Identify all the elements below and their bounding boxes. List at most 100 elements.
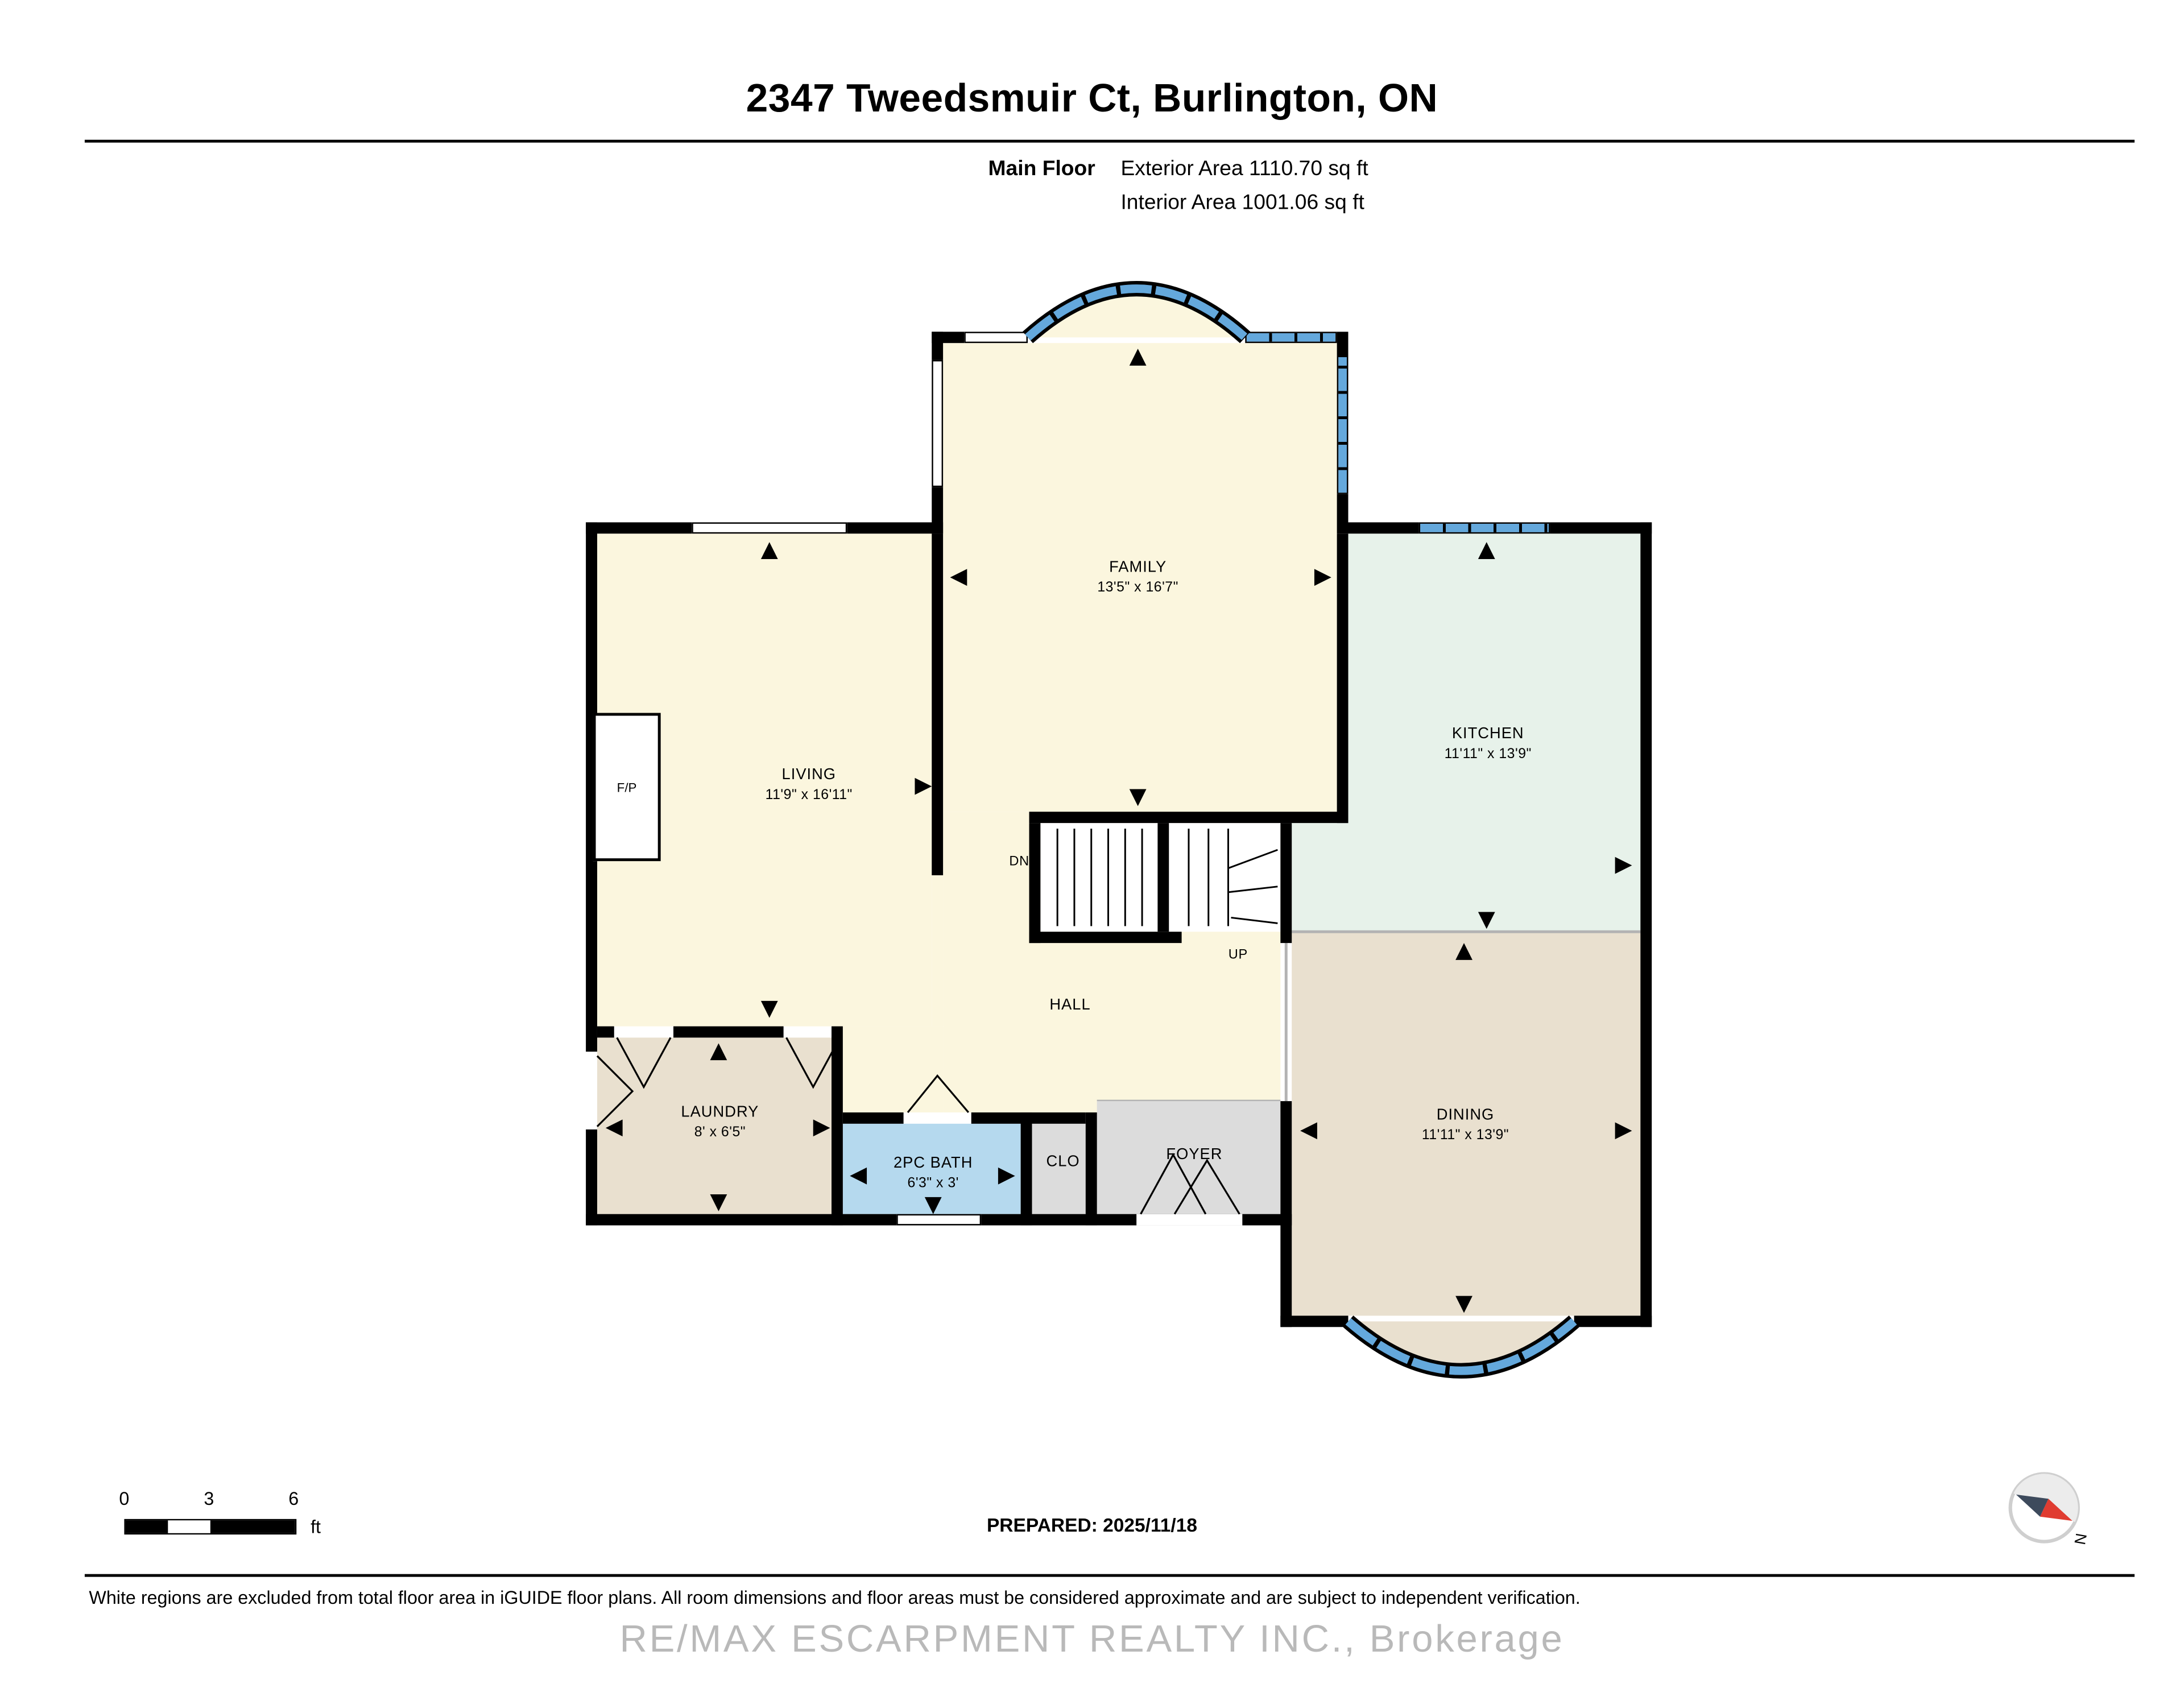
wall-right-exterior	[1640, 522, 1652, 1327]
scale-bar-segment	[210, 1520, 295, 1533]
room-label-foyer: FOYER	[1110, 1147, 1279, 1166]
wall-segment	[932, 332, 944, 360]
door-swing-front-2	[1173, 1159, 1240, 1215]
compass	[2008, 1472, 2080, 1544]
window	[932, 359, 944, 487]
door-swing-laundry-side	[596, 1055, 634, 1127]
compass-needle	[2013, 1474, 2078, 1522]
window	[964, 332, 1028, 344]
wall-stairs-left	[1029, 823, 1041, 944]
page-title: 2347 Tweedsmuir Ct, Burlington, ON	[746, 76, 1438, 120]
room-fill-dining	[1292, 932, 1641, 1316]
interior-area: Interior Area 1001.06 sq ft	[1120, 191, 1364, 215]
exterior-area: Exterior Area 1110.70 sq ft	[1120, 156, 1368, 181]
glass-window	[1337, 355, 1349, 494]
room-name: 2PC BATH	[893, 1155, 973, 1172]
living-hall-opening	[932, 875, 944, 1027]
room-label-bath: 2PC BATH 6'3" x 3'	[849, 1155, 1018, 1193]
room-dims: 11'9" x 16'11"	[765, 787, 853, 803]
room-name: FOYER	[1166, 1146, 1223, 1164]
room-label-family: FAMILY 13'5" x 16'7"	[1025, 559, 1251, 597]
bay-window-top	[1022, 280, 1251, 344]
room-dims: 13'5" x 16'7"	[1097, 579, 1178, 595]
door-swing-bath	[907, 1074, 970, 1114]
room-fill-kitchen-2	[1292, 823, 1349, 932]
bay-window-bottom	[1343, 1315, 1579, 1379]
wall-family-kitchen	[1337, 533, 1349, 824]
scale-unit: ft	[311, 1516, 321, 1538]
wall-living-hall	[932, 533, 944, 875]
room-name: FAMILY	[1109, 558, 1167, 576]
room-dims: 8' x 6'5"	[694, 1124, 746, 1140]
wall-segment	[971, 1112, 1032, 1124]
door-swing-laundry-2	[785, 1037, 841, 1089]
room-fill-closet	[1032, 1123, 1086, 1214]
room-name: HALL	[1049, 996, 1091, 1014]
door-swing-front-1	[1140, 1153, 1207, 1215]
wall-segment	[673, 1026, 784, 1038]
floor-label: Main Floor	[988, 156, 1095, 181]
room-fill-family	[943, 343, 1337, 812]
wall-segment	[1550, 522, 1652, 534]
room-dims: 11'11" x 13'9"	[1444, 746, 1532, 762]
floor-info: Main Floor Exterior Area 1110.70 sq ft I…	[988, 157, 1368, 215]
scale-tick-6: 6	[288, 1488, 299, 1509]
wall-segment	[842, 1112, 904, 1124]
dimension-arrows	[605, 349, 1632, 1313]
window	[896, 1214, 982, 1226]
hall-dining-boundary	[1284, 943, 1288, 1102]
wall-stairs-divider	[1157, 823, 1169, 932]
room-label-laundry: LAUNDRY 8' x 6'5"	[607, 1104, 833, 1142]
scale-bar-segment	[125, 1520, 168, 1533]
wall-segment	[1280, 1315, 1349, 1327]
room-label-dining: DINING 11'11" x 13'9"	[1352, 1107, 1578, 1145]
wall-segment	[1337, 494, 1349, 534]
wall-segment	[597, 1026, 614, 1038]
wall-stairs-bottom	[1029, 932, 1182, 944]
wall-closet-foyer	[1085, 1112, 1097, 1226]
room-fill-kitchen	[1348, 533, 1641, 932]
footer-divider	[84, 1574, 2135, 1577]
fireplace: F/P	[593, 713, 661, 862]
door-swings	[596, 1037, 1240, 1215]
room-fill-foyer	[1097, 1101, 1281, 1214]
scale-bar	[124, 1519, 297, 1535]
wall-left-exterior	[586, 522, 597, 1052]
wall-segment	[586, 1129, 597, 1226]
wall-family-bottom	[1029, 812, 1349, 824]
room-fill-hall-2	[842, 1026, 944, 1112]
disclaimer-text: White regions are excluded from total fl…	[89, 1586, 1581, 1608]
room-label-living: LIVING 11'9" x 16'11"	[696, 767, 922, 805]
wall-segment	[1032, 1112, 1086, 1124]
room-dims: 11'11" x 13'9"	[1421, 1127, 1509, 1143]
stairs-up-label: UP	[1228, 947, 1248, 963]
prepared-date: PREPARED: 2025/11/18	[986, 1515, 1198, 1536]
side-door-opening	[586, 1052, 597, 1130]
room-name: LIVING	[781, 766, 837, 784]
wall-bath-closet	[1020, 1112, 1032, 1226]
fireplace-label: F/P	[617, 780, 637, 795]
scale-tick-0: 0	[119, 1488, 130, 1509]
stair-treads-up	[1188, 829, 1278, 926]
hall-foyer-boundary	[1097, 1099, 1281, 1102]
stair-treads-down	[1056, 829, 1143, 926]
scale-tick-3: 3	[204, 1488, 214, 1509]
glass-window	[1418, 522, 1550, 534]
wall-segment	[847, 522, 944, 534]
wall-segment	[1574, 1315, 1652, 1327]
room-label-hall: HALL	[986, 996, 1155, 1016]
room-name: CLO	[1046, 1153, 1080, 1170]
room-name: DINING	[1436, 1107, 1495, 1124]
door-swing-laundry-1	[616, 1037, 672, 1089]
room-label-closet: CLO	[1021, 1153, 1106, 1173]
room-label-kitchen: KITCHEN 11'11" x 13'9"	[1375, 726, 1601, 764]
scale-bar-segment	[168, 1520, 210, 1533]
wall-segment	[1348, 522, 1419, 534]
wall-dining-left	[1280, 1101, 1292, 1327]
room-name: LAUNDRY	[681, 1104, 759, 1121]
stairs-down-label: DN	[1009, 854, 1029, 870]
wall-hall-kitchen	[1280, 823, 1292, 944]
glass-window	[1245, 332, 1337, 344]
